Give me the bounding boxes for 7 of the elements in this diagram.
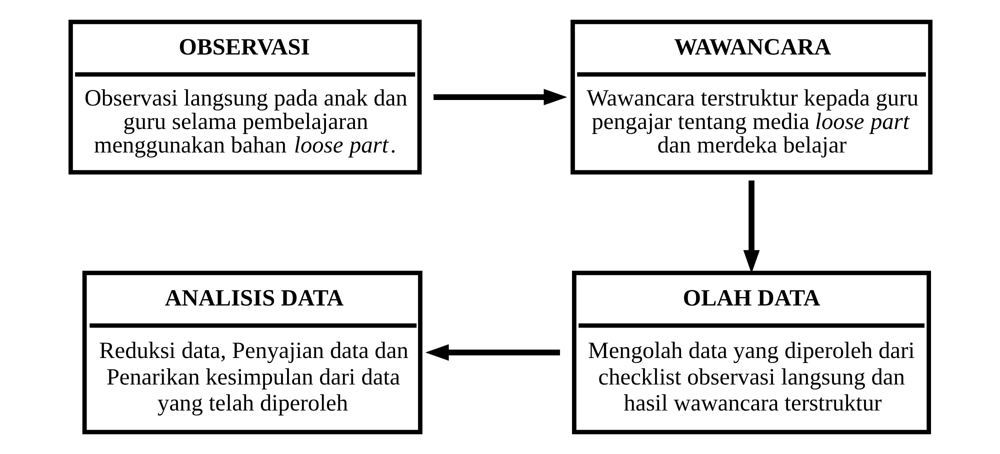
- arrow: [742, 180, 760, 274]
- node-box: OLAH DATA Mengolah data yang diperoleh dari checklist observasi langsung dan hasil wawancara terstruktur: [572, 270, 931, 434]
- node-box: OBSERVASI Observasi langsung pada anak dan guru selama pembelajaran menggunakan bahan loose part.: [68, 20, 422, 174]
- arrow: [433, 88, 567, 106]
- node-box: WAWANCARA Wawancara terstruktur kepada guru pengajar tentang media loose part dan merdeka belajar: [570, 20, 932, 174]
- node-box: ANALISIS DATA Reduksi data, Penyajian data dan Penarikan kesimpulan dari data yang telah diperoleh: [82, 270, 422, 434]
- arrow: [424, 344, 560, 361]
